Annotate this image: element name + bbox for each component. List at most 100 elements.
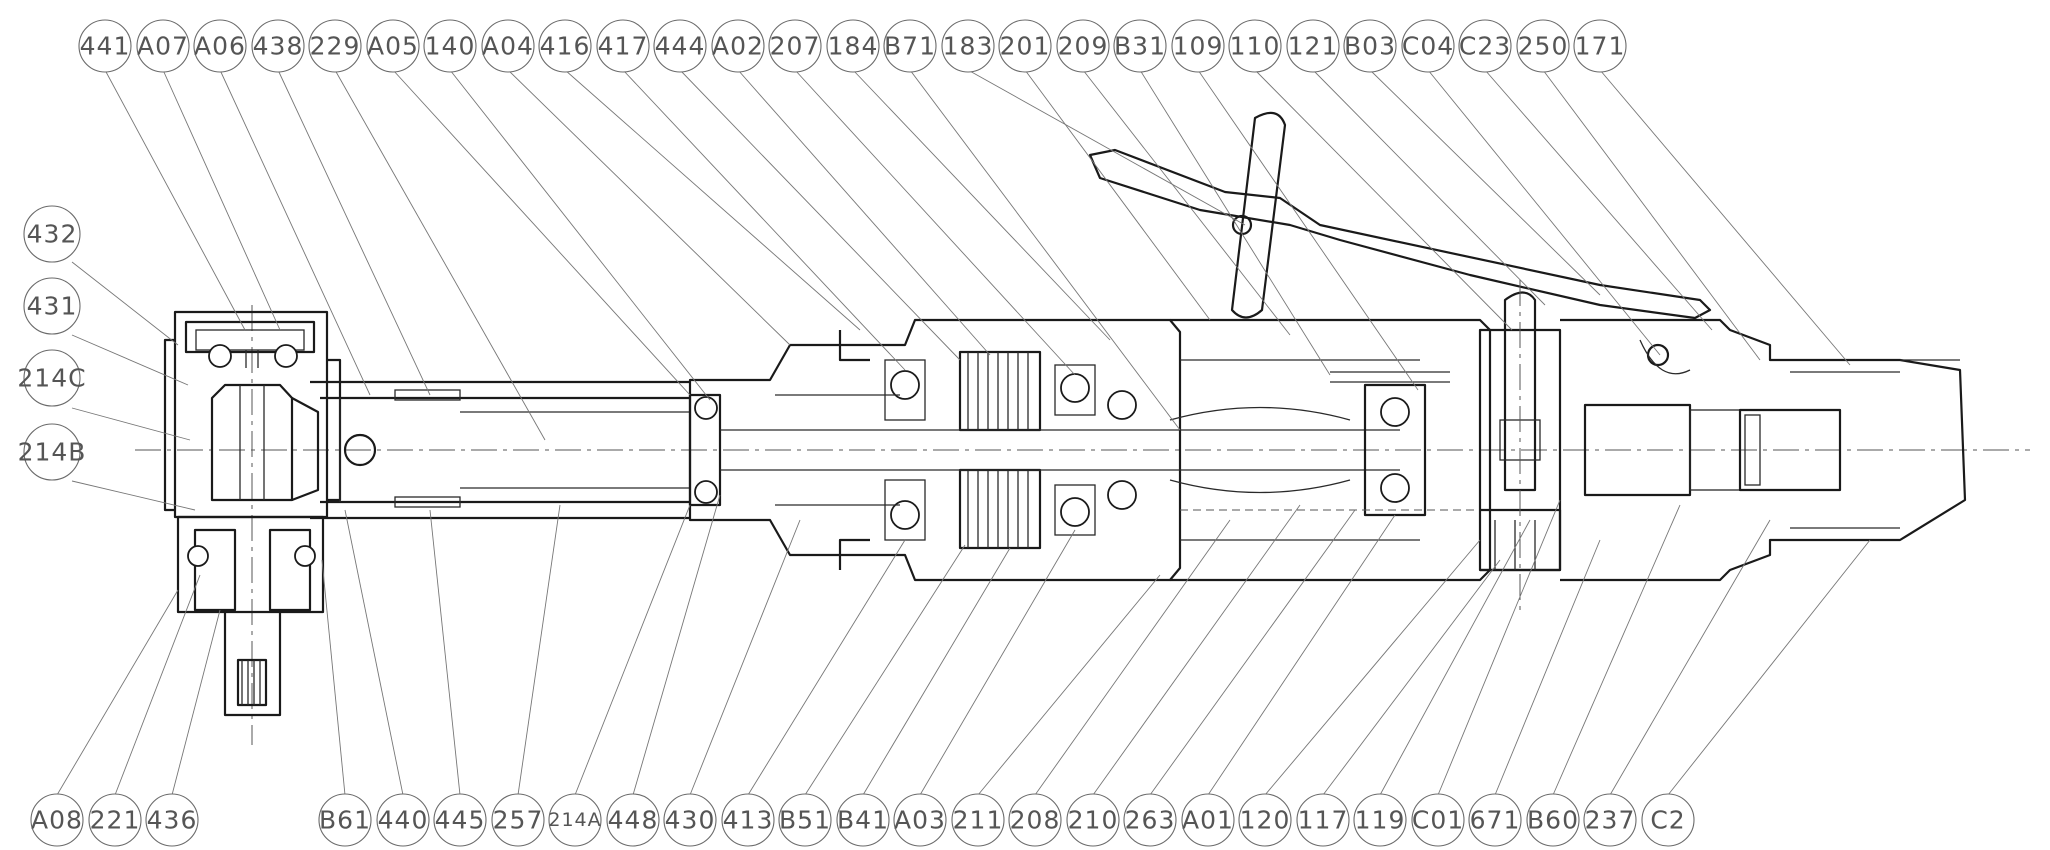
callout-label: A04: [482, 32, 534, 61]
callout-label: A07: [137, 32, 189, 61]
callout-label: 171: [1575, 32, 1626, 61]
callout-label: C01: [1412, 806, 1464, 835]
callout-bubble: 432: [23, 205, 81, 263]
callout-bubble: 110: [1228, 19, 1282, 73]
callouts-top: 441 A07 A06 438 229 A05 140 A04 416 417 …: [78, 19, 1627, 73]
callout-label: 416: [540, 32, 591, 61]
callout-bubble: 445: [433, 793, 487, 847]
callout-bubble: 444: [653, 19, 707, 73]
callout-bubble: 211: [951, 793, 1005, 847]
callout-bubble: 207: [768, 19, 822, 73]
callout-bubble: C2: [1641, 793, 1695, 847]
callout-bubble: 121: [1286, 19, 1340, 73]
callout-bubble: 263: [1123, 793, 1177, 847]
callout-label: 183: [943, 32, 994, 61]
callout-bubble: 119: [1353, 793, 1407, 847]
callout-label: 438: [253, 32, 304, 61]
callout-label: 671: [1470, 806, 1521, 835]
callout-bubble: 438: [251, 19, 305, 73]
callout-bubble: C01: [1411, 793, 1465, 847]
callout-bubble: 214C: [17, 349, 86, 407]
callout-bubble: 431: [23, 277, 81, 335]
callout-label: 431: [27, 292, 78, 321]
callout-bubble: 117: [1296, 793, 1350, 847]
callout-label: B03: [1344, 32, 1396, 61]
callout-bubble: C04: [1401, 19, 1455, 73]
callout-label: 210: [1068, 806, 1119, 835]
callout-bubble: 440: [376, 793, 430, 847]
callout-label: 221: [90, 806, 141, 835]
callout-label: 237: [1585, 806, 1636, 835]
callout-bubble: 441: [78, 19, 132, 73]
callout-label: A08: [31, 806, 83, 835]
callout-label: B31: [1114, 32, 1166, 61]
callout-bubble: A03: [893, 793, 947, 847]
callout-label: 119: [1355, 806, 1406, 835]
callout-bubble: B60: [1526, 793, 1580, 847]
callout-bubble: 416: [538, 19, 592, 73]
angle-head-housing: [163, 310, 342, 717]
callout-label: 263: [1125, 806, 1176, 835]
callout-label: 209: [1058, 32, 1109, 61]
callout-label: 117: [1298, 806, 1349, 835]
callout-label: 444: [655, 32, 706, 61]
callout-bubble: 257: [491, 793, 545, 847]
callout-label: 413: [723, 806, 774, 835]
callout-bubble: A04: [481, 19, 535, 73]
callout-label: 432: [27, 220, 78, 249]
callout-bubble: 171: [1573, 19, 1627, 73]
callout-bubble: 209: [1056, 19, 1110, 73]
callout-label: 207: [770, 32, 821, 61]
callout-bubble: A01: [1181, 793, 1235, 847]
callout-bubble: 140: [423, 19, 477, 73]
mechanism-section-view: [135, 111, 2030, 745]
callout-label: 184: [828, 32, 879, 61]
callout-label: 140: [425, 32, 476, 61]
callout-label: A01: [1182, 806, 1234, 835]
callout-label: C04: [1402, 32, 1454, 61]
callout-bubble: 221: [88, 793, 142, 847]
callout-label: 445: [435, 806, 486, 835]
callout-label: 109: [1173, 32, 1224, 61]
callout-bubble: 208: [1008, 793, 1062, 847]
callout-label: 121: [1288, 32, 1339, 61]
callout-bubble: B03: [1343, 19, 1397, 73]
callout-label: 214C: [17, 364, 86, 393]
callout-bubble: 436: [145, 793, 199, 847]
callout-bubble: 201: [998, 19, 1052, 73]
callout-bubble: 184: [826, 19, 880, 73]
callout-bubble: 430: [663, 793, 717, 847]
rear-housing: [1560, 318, 1967, 582]
callout-bubble: 250: [1516, 19, 1570, 73]
callout-label: 257: [493, 806, 544, 835]
callout-bubble: B41: [836, 793, 890, 847]
callout-label: 229: [310, 32, 361, 61]
callouts-bottom: A08 221 436 B61 440 445 257 214A 448 430…: [30, 793, 1695, 847]
callout-bubble: 237: [1583, 793, 1637, 847]
callout-bubble: 109: [1171, 19, 1225, 73]
callout-label: B71: [884, 32, 936, 61]
callout-label: B61: [319, 806, 371, 835]
callout-bubble: A06: [193, 19, 247, 73]
callout-bubble: 417: [596, 19, 650, 73]
callout-bubble: 214A: [548, 793, 602, 847]
leader-lines: [56, 69, 1871, 796]
callout-label: 208: [1010, 806, 1061, 835]
callout-bubble: A02: [711, 19, 765, 73]
callouts-left: 432 431 214C 214B: [17, 205, 87, 481]
callout-label: 441: [80, 32, 131, 61]
callout-bubble: A08: [30, 793, 84, 847]
callout-label: C2: [1650, 806, 1685, 835]
callout-bubble: 183: [941, 19, 995, 73]
callout-bubble: A07: [136, 19, 190, 73]
motor-section: [1169, 318, 1492, 582]
callout-label: 120: [1240, 806, 1291, 835]
callout-label: B41: [837, 806, 889, 835]
callout-bubble: B51: [778, 793, 832, 847]
callout-label: 436: [147, 806, 198, 835]
callout-bubble: C23: [1458, 19, 1512, 73]
callout-label: B51: [779, 806, 831, 835]
switch-block: [1478, 280, 1562, 610]
callout-label: 214B: [18, 438, 87, 467]
